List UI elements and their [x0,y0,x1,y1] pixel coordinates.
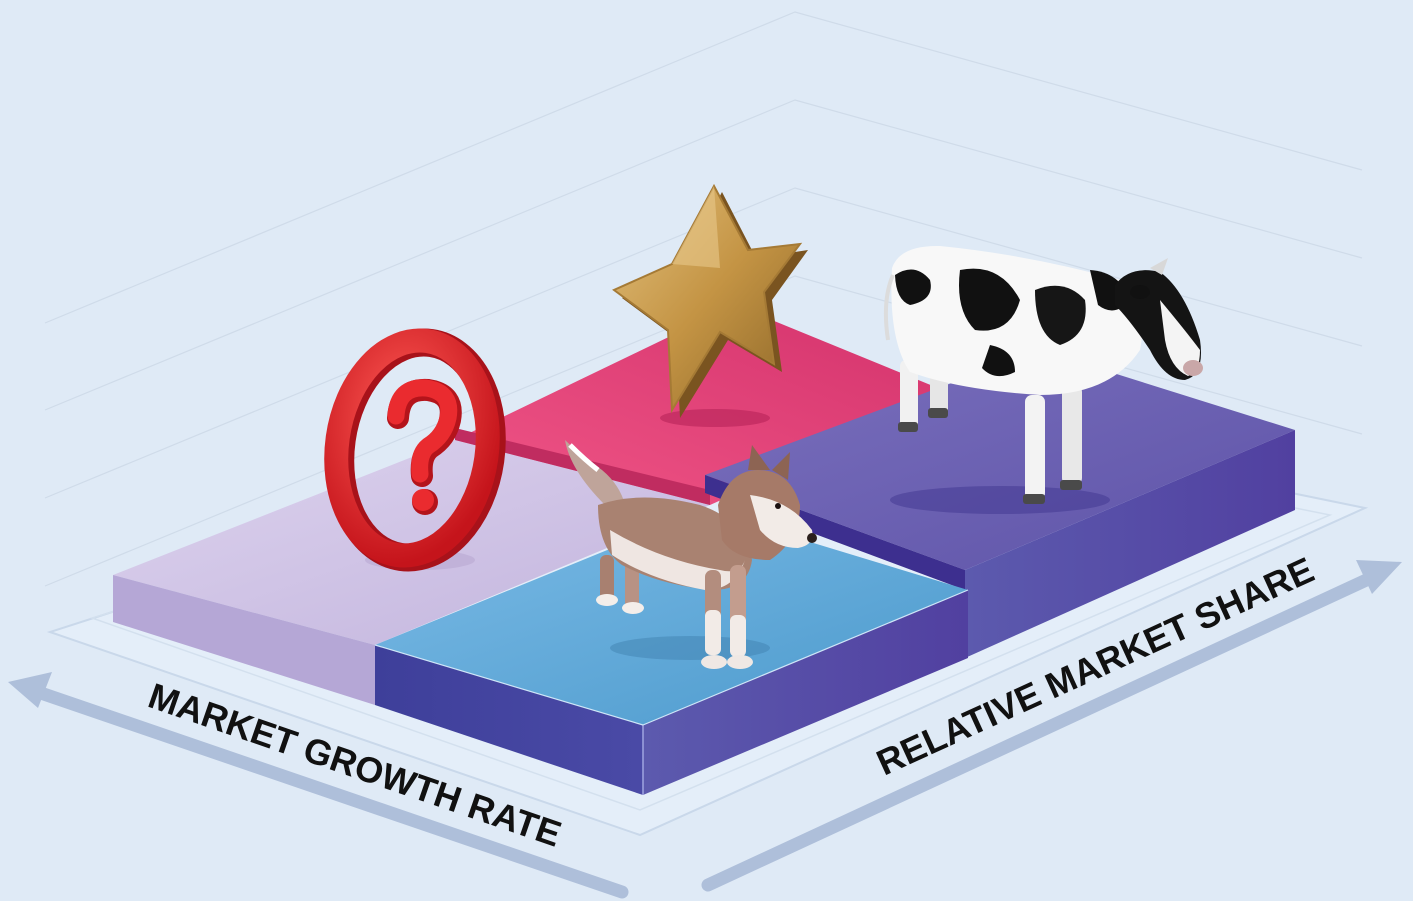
question-mark-icon [324,328,506,572]
quadrant-dog-top [375,510,968,725]
dog-icon [565,440,817,669]
quadrant-dog [374,510,969,795]
x-axis-arrow [8,672,629,899]
quadrant-cash-cow-top [705,350,1295,570]
background-grid [44,11,1363,587]
quadrant-dog-side [643,590,968,795]
quadrant-question-mark-top [113,440,710,645]
y-axis-arrow [701,560,1402,892]
quadrant-question-mark-side [113,575,375,705]
quadrant-dog-front [375,645,643,795]
quadrant-cash-cow-side [965,430,1295,658]
star-icon [612,183,808,427]
cow-icon [883,245,1203,514]
quadrant-question-mark [113,440,710,705]
